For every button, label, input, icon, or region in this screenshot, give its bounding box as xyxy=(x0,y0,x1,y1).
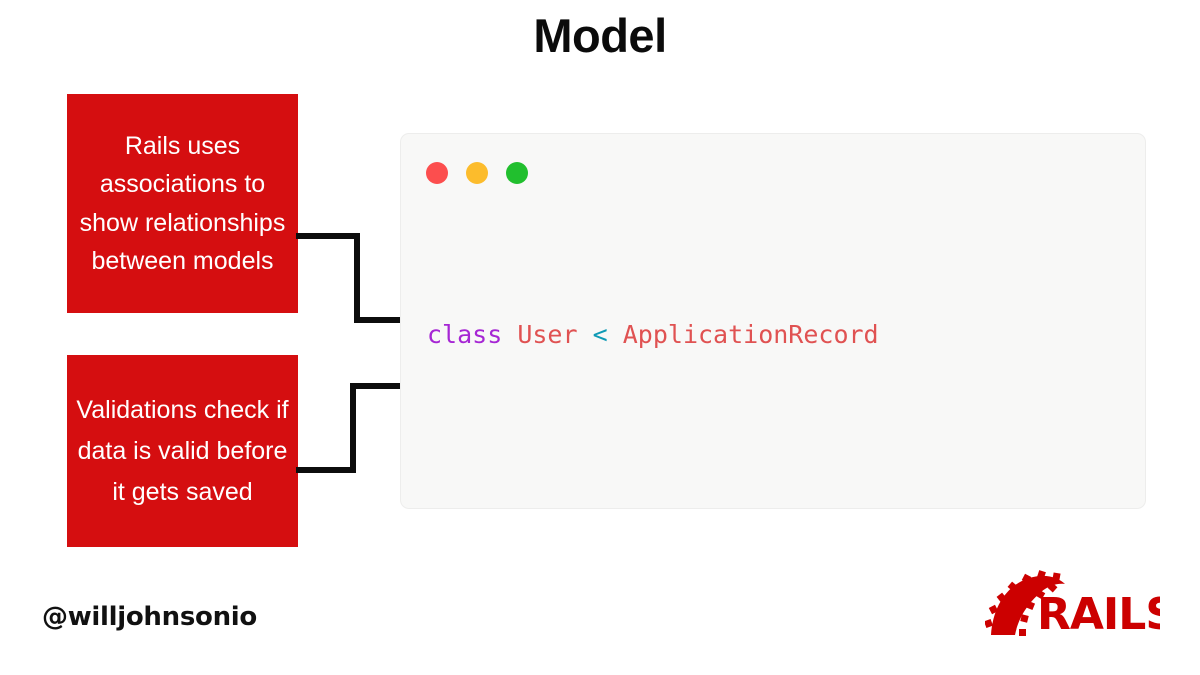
window-controls xyxy=(426,162,528,184)
rails-logo-icon: RAILS xyxy=(985,570,1160,640)
token-operator-inherit: < xyxy=(592,320,608,349)
token-constant-user: User xyxy=(517,320,578,349)
token-keyword-class: class xyxy=(427,320,503,349)
code-window: class User < ApplicationRecord has_many … xyxy=(400,133,1146,509)
author-handle: @willjohnsonio xyxy=(42,602,257,632)
close-icon[interactable] xyxy=(426,162,448,184)
maximize-icon[interactable] xyxy=(506,162,528,184)
callout-associations: Rails uses associations to show relation… xyxy=(67,94,298,313)
minimize-icon[interactable] xyxy=(466,162,488,184)
rails-wordmark: RAILS xyxy=(1037,589,1160,640)
page-title: Model xyxy=(533,9,667,62)
callout-associations-text: Rails uses associations to show relation… xyxy=(79,131,286,276)
token-constant-applicationrecord: ApplicationRecord xyxy=(622,320,879,349)
callout-validations-text: Validations check if data is valid befor… xyxy=(76,395,289,506)
code-line-blank-1 xyxy=(427,454,1133,488)
callout-validations: Validations check if data is valid befor… xyxy=(67,355,298,547)
code-block: class User < ApplicationRecord has_many … xyxy=(427,216,1133,508)
code-line-class-declaration: class User < ApplicationRecord xyxy=(427,318,1133,352)
